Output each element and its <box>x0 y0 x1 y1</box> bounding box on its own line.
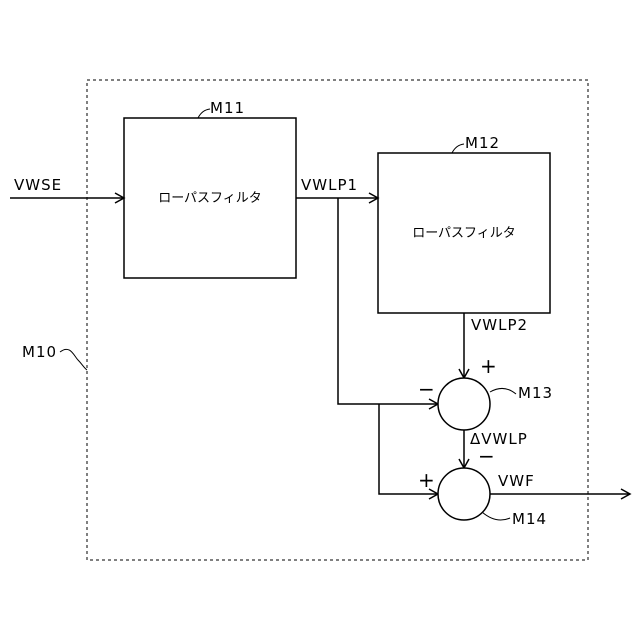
m13-left-sign: − <box>418 377 435 401</box>
signal-lpf2-label: VWLP2 <box>471 316 528 334</box>
m13-ref: M13 <box>518 384 553 402</box>
m14-top-sign: − <box>478 444 495 468</box>
lpf-m12-leader <box>452 144 464 153</box>
signal-lpf1-label: VWLP1 <box>301 176 358 194</box>
signal-input-label: VWSE <box>14 176 62 194</box>
m13-leader <box>490 388 516 394</box>
lpf-m11-label: ローパスフィルタ <box>158 191 262 206</box>
lpf-m11-ref: M11 <box>210 99 245 117</box>
sum-node-m13 <box>438 378 490 430</box>
lpf-m12-label: ローパスフィルタ <box>412 226 516 241</box>
m14-leader <box>482 512 510 520</box>
group-m10-leader <box>60 349 87 370</box>
group-m10-ref: M10 <box>22 343 57 361</box>
lpf-m12-ref: M12 <box>465 134 500 152</box>
m14-ref: M14 <box>512 510 547 528</box>
signal-output-label: VWF <box>498 472 535 490</box>
lpf-m11-leader <box>198 109 210 118</box>
m13-top-sign: + <box>480 354 497 378</box>
m14-left-sign: + <box>418 468 435 492</box>
